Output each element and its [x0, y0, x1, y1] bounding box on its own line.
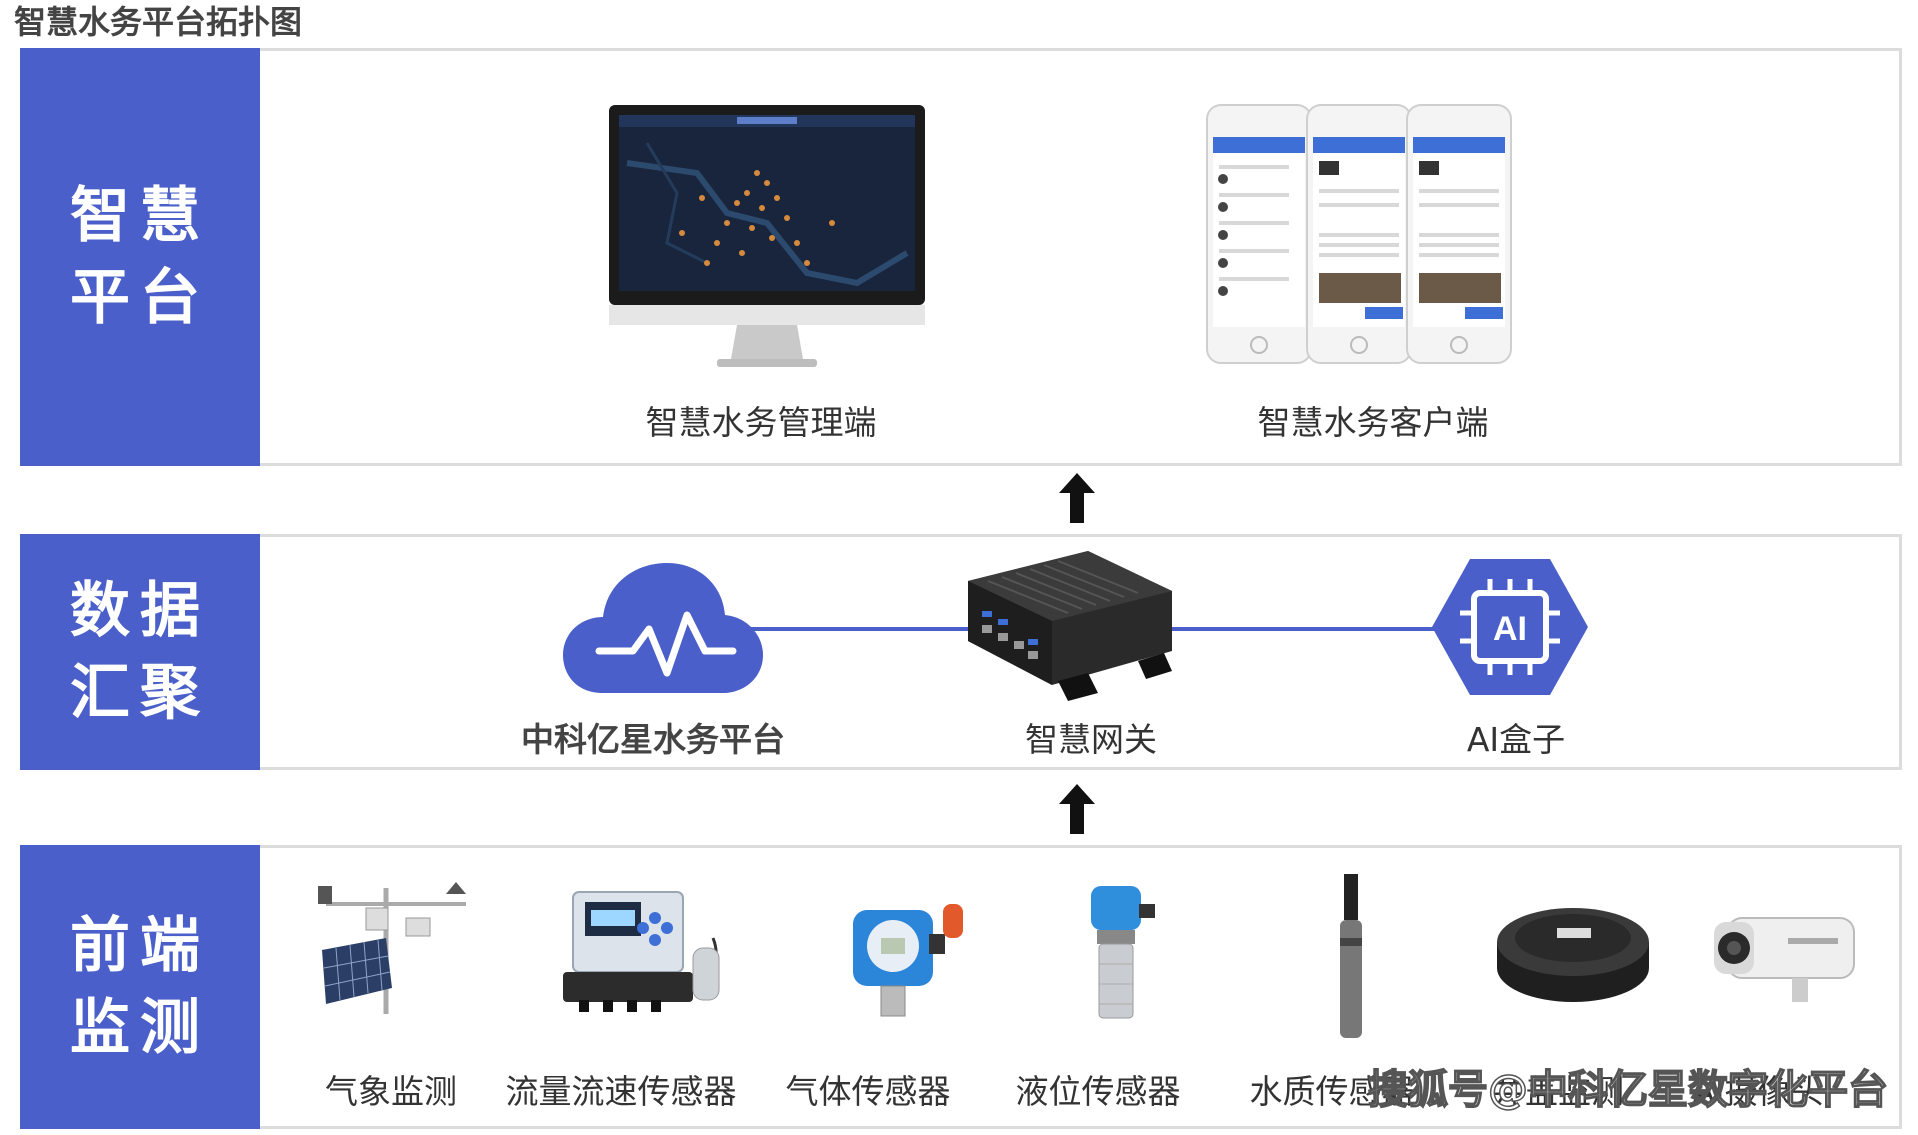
label-ai-camera: AI摄像头 [1692, 1072, 1824, 1111]
label-manhole: 井盖监测 [1492, 1072, 1624, 1111]
layer-aggregation: 数据汇聚 AI 中科亿星水务平台 智慧网关 AI盒子 [20, 534, 1902, 770]
watermark: 搜狐号@中科亿星数字化平台 [1367, 1066, 1889, 1114]
manhole-monitor-icon [1497, 908, 1649, 1002]
layer-frontend: 前端监测 [20, 845, 1902, 1129]
layer-label-text: 智慧平台 [70, 181, 210, 333]
ai-chip-icon: AI [1432, 559, 1588, 695]
up-arrow-icon [1059, 473, 1095, 523]
layer-label-platform: 智慧平台 [20, 48, 260, 466]
camera-icon [1714, 917, 1855, 1002]
mobile-app-icon [1206, 104, 1512, 364]
label-level-sensor: 液位传感器 [1015, 1072, 1181, 1111]
layer-label-text: 数据汇聚 [70, 576, 210, 728]
weather-station-icon [318, 882, 466, 1014]
label-flow-sensor: 流量流速传感器 [505, 1072, 737, 1111]
flow-sensor-icon [563, 891, 720, 1012]
layer-label-text: 前端监测 [70, 911, 210, 1063]
label-gateway: 智慧网关 [1025, 720, 1157, 759]
up-arrow-icon [1059, 784, 1095, 834]
label-gas-sensor: 气体传感器 [785, 1072, 951, 1111]
page-title: 智慧水务平台拓扑图 [14, 3, 303, 41]
label-client-end: 智慧水务客户端 [1257, 403, 1489, 442]
label-ai-box: AI盒子 [1466, 720, 1566, 759]
gas-sensor-icon [853, 904, 963, 1017]
svg-text:AI: AI [1493, 610, 1527, 648]
monitor-dashboard-icon [609, 105, 925, 367]
layer-platform: 智慧平台 [20, 48, 1902, 466]
label-weather: 气象监测 [325, 1072, 457, 1111]
gateway-device-icon [968, 551, 1172, 701]
water-quality-probe-icon [1340, 874, 1362, 1038]
label-management-end: 智慧水务管理端 [645, 403, 877, 442]
label-water-quality: 水质传感器 [1249, 1072, 1415, 1111]
level-sensor-icon [1091, 886, 1155, 1019]
cloud-pulse-icon [563, 563, 763, 693]
layer-label-frontend: 前端监测 [20, 845, 260, 1129]
layer-label-aggregation: 数据汇聚 [20, 534, 260, 770]
label-cloud-platform: 中科亿星水务平台 [521, 720, 785, 759]
